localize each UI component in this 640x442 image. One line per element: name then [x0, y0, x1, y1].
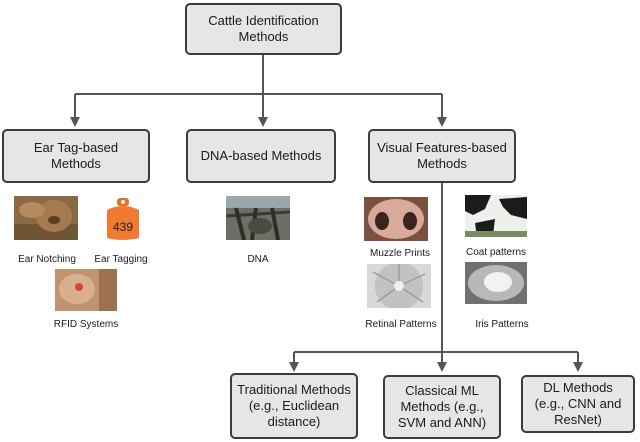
- visual-features-node: Visual Features-based Methods: [368, 129, 516, 183]
- ear-notching-image: [14, 196, 78, 240]
- traditional-methods-node: Traditional Methods (e.g., Euclidean dis…: [230, 373, 358, 439]
- rfid-caption: RFID Systems: [53, 319, 119, 330]
- coat-pattern-image: [465, 195, 527, 237]
- ear-tag-number: 439: [113, 220, 133, 234]
- ear-notching-caption: Ear Notching: [18, 254, 76, 265]
- classical-ml-node: Classical ML Methods (e.g., SVM and ANN): [383, 375, 501, 439]
- iris-patterns-caption: Iris Patterns: [475, 319, 529, 330]
- dna-caption: DNA: [247, 254, 269, 265]
- ear-tag-node: Ear Tag-based Methods: [2, 129, 150, 183]
- dl-methods-node: DL Methods (e.g., CNN and ResNet): [521, 375, 635, 433]
- root-node: Cattle Identification Methods: [185, 3, 342, 55]
- dna-node: DNA-based Methods: [186, 129, 336, 183]
- retinal-patterns-caption: Retinal Patterns: [365, 319, 437, 330]
- retinal-pattern-image: [367, 264, 431, 308]
- ear-tagging-image: 439: [105, 198, 141, 242]
- muzzle-prints-caption: Muzzle Prints: [369, 248, 430, 259]
- dna-image: [226, 196, 290, 240]
- coat-patterns-caption: Coat patterns: [465, 247, 527, 258]
- iris-pattern-image: [465, 262, 527, 304]
- ear-tagging-caption: Ear Tagging: [94, 254, 148, 265]
- rfid-image: [55, 269, 117, 311]
- muzzle-print-image: [364, 197, 428, 241]
